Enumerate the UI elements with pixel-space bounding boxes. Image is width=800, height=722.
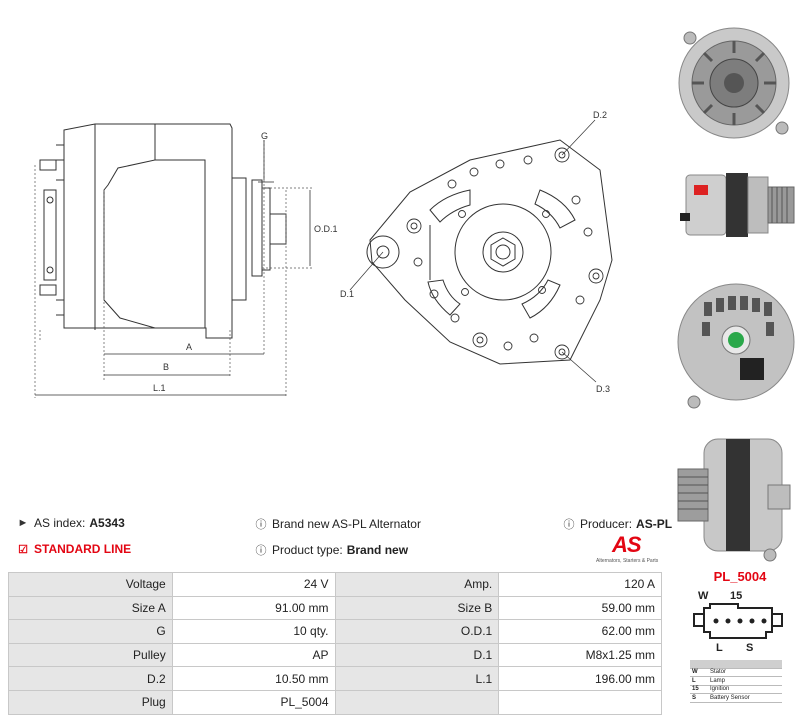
info-icon: ⓘ (255, 545, 267, 557)
spec-key: Voltage (8, 572, 173, 597)
product-type-value: Brand new (346, 543, 409, 557)
spec-value: 24 V (171, 572, 336, 597)
table-row: Voltage 24 V Amp. 120 A (8, 572, 662, 597)
dim-label-od1: O.D.1 (314, 224, 338, 234)
dim-label-g: G (261, 131, 268, 141)
table-row: D.2 10.50 mm L.1 196.00 mm (8, 666, 662, 691)
pin-label-l: L (716, 642, 723, 654)
pin-legend: W Stator L Lamp 15 Ignition S Battery Se… (690, 660, 782, 703)
pin-label-15: 15 (730, 590, 743, 602)
standard-line-row: ☑ STANDARD LINE (16, 542, 131, 556)
spec-key: D.1 (334, 642, 500, 668)
legend-code: S (690, 693, 708, 703)
legend-row: S Battery Sensor (690, 693, 782, 703)
dim-label-a: A (186, 342, 192, 352)
spec-value: M8x1.25 mm (498, 642, 662, 668)
spec-value: PL_5004 (171, 689, 336, 715)
alternator-photo-front (672, 8, 796, 158)
producer-row: ⓘ Producer: AS-PL (562, 516, 673, 532)
dim-label-d3: D.3 (596, 384, 610, 394)
logo-mark: AS (612, 532, 642, 557)
spec-key: G (8, 619, 173, 644)
plug-diagram: W 15 L S (690, 588, 790, 658)
spec-value: 10.50 mm (171, 666, 336, 691)
dim-label-d1: D.1 (340, 289, 354, 299)
spec-key: O.D.1 (334, 619, 500, 644)
product-type-row: ⓘ Product type: Brand new (254, 542, 409, 558)
spec-key: D.2 (8, 666, 173, 691)
checkbox-icon: ☑ (18, 543, 28, 556)
legend-row: W Stator (690, 668, 782, 677)
as-index-value: A5343 (89, 516, 125, 530)
alternator-photo-angle (674, 425, 798, 565)
spec-key: Plug (8, 689, 173, 715)
alternator-photo-side (676, 165, 798, 245)
legend-code: W (690, 668, 708, 677)
pin-label-w: W (698, 590, 709, 602)
legend-desc: Battery Sensor (708, 693, 782, 703)
spec-key: Size A (8, 595, 173, 621)
spec-key: Pulley (8, 642, 173, 668)
pin-label-s: S (746, 642, 754, 654)
legend-row: 15 Ignition (690, 685, 782, 694)
legend-desc: Ignition (708, 685, 782, 694)
dim-label-l1: L.1 (153, 383, 166, 393)
table-row: Size A 91.00 mm Size B 59.00 mm (8, 595, 662, 621)
info-icon: ⓘ (255, 519, 267, 531)
spec-value (498, 689, 662, 715)
legend-row: L Lamp (690, 676, 782, 686)
table-row: G 10 qty. O.D.1 62.00 mm (8, 619, 662, 644)
spec-value: 91.00 mm (171, 595, 336, 621)
specs-table: Voltage 24 V Amp. 120 A Size A 91.00 mm … (8, 572, 662, 715)
standard-line-label: STANDARD LINE (34, 542, 132, 556)
spec-key: Size B (334, 595, 500, 621)
brand-text: Brand new AS-PL Alternator (272, 517, 421, 531)
legend-header-cell (690, 660, 782, 669)
brand-row: ⓘ Brand new AS-PL Alternator (254, 516, 421, 532)
spec-value: 10 qty. (171, 619, 336, 644)
producer-value: AS-PL (636, 517, 673, 531)
spec-value: 59.00 mm (498, 595, 662, 621)
info-icon: ⓘ (563, 519, 575, 531)
dim-label-b: B (163, 362, 169, 372)
spec-value: 120 A (498, 572, 662, 597)
dim-label-d2: D.2 (593, 110, 607, 120)
alternator-photo-rear (674, 262, 798, 420)
table-row: Pulley AP D.1 M8x1.25 mm (8, 642, 662, 668)
legend-desc: Lamp (708, 676, 782, 686)
logo-tagline: Alternators, Starters & Parts (596, 558, 659, 564)
producer-label: Producer: (580, 517, 633, 531)
spec-value: AP (171, 642, 336, 668)
spec-value: 62.00 mm (498, 619, 662, 644)
plug-outline (693, 603, 783, 639)
as-index-row: ► AS index: A5343 (16, 516, 125, 530)
spec-key: Amp. (334, 572, 500, 597)
technical-drawing: G O.D.1 A B L.1 D.2 D.3 (34, 110, 613, 398)
tag-icon: ► (17, 517, 29, 529)
legend-code: 15 (690, 685, 708, 694)
spec-value: 196.00 mm (498, 666, 662, 691)
product-type-label: Product type: (272, 543, 343, 557)
legend-header (690, 660, 782, 669)
spec-key (334, 689, 500, 715)
legend-desc: Stator (708, 668, 782, 677)
as-pl-logo: AS Alternators, Starters & Parts (594, 532, 664, 566)
plug-title: PL_5004 (713, 569, 767, 584)
spec-key: L.1 (334, 666, 500, 691)
as-index-label: AS index: (34, 516, 86, 530)
legend-code: L (690, 676, 708, 686)
table-row: Plug PL_5004 (8, 689, 662, 715)
